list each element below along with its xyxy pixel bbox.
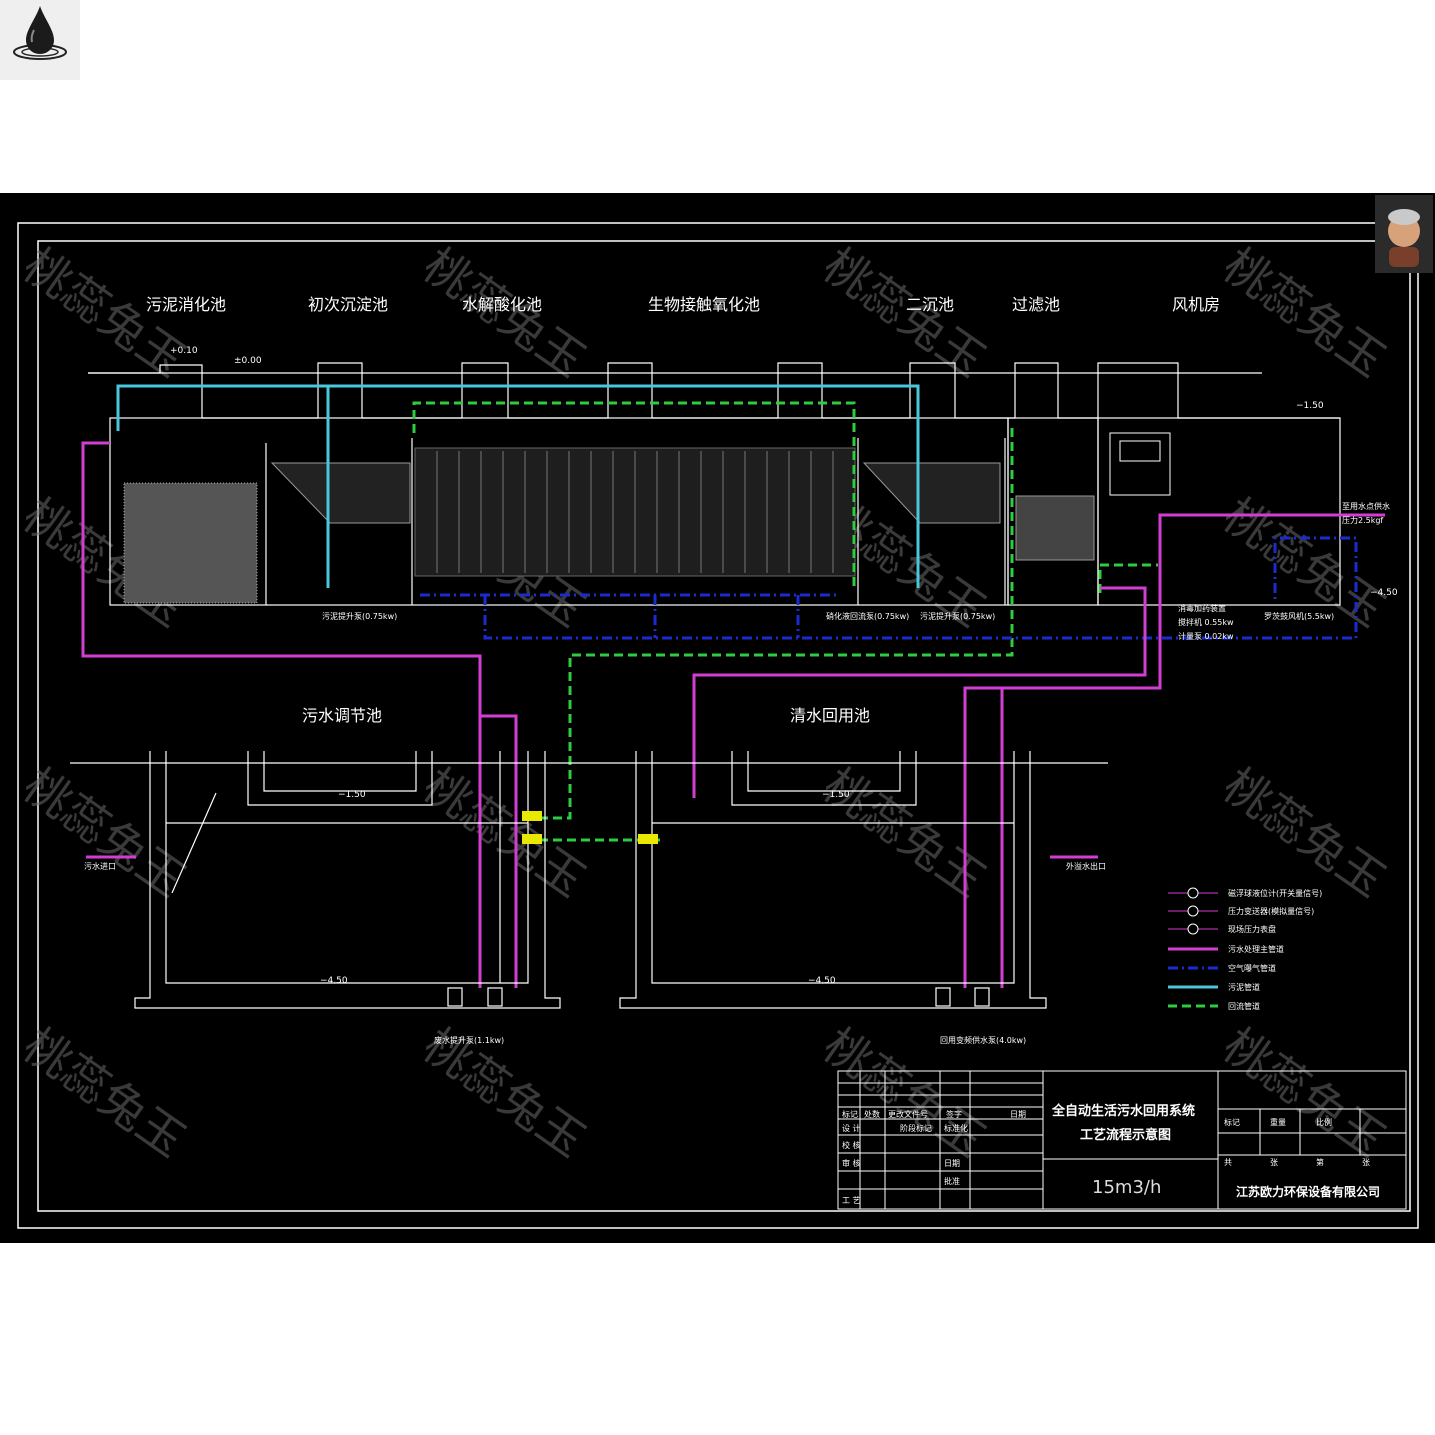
oil-drop-icon bbox=[13, 6, 67, 60]
cad-drawing: 桃蕊兔玉 桃蕊兔玉 桃蕊兔玉 桃蕊兔玉 桃蕊兔玉 桃蕊兔玉 桃蕊兔玉 桃蕊兔玉 … bbox=[0, 193, 1435, 1243]
svg-text:校 核: 校 核 bbox=[842, 1140, 861, 1150]
svg-text:桃蕊兔玉: 桃蕊兔玉 bbox=[414, 758, 596, 908]
svg-text:批准: 批准 bbox=[944, 1176, 960, 1186]
svg-text:压力变送器(模拟量信号): 压力变送器(模拟量信号) bbox=[1228, 906, 1314, 916]
label-waste-lift-pump: 废水提升泵(1.1kw) bbox=[434, 1035, 504, 1045]
sludge-fill bbox=[124, 483, 257, 603]
label-reuse-pump: 回用变频供水泵(4.0kw) bbox=[940, 1035, 1026, 1045]
level-blower-450: −4.50 bbox=[1370, 588, 1398, 598]
level-eq-450: −4.50 bbox=[320, 976, 348, 986]
label-sludge-pump-1: 污泥提升泵(0.75kw) bbox=[322, 611, 397, 621]
level-blower-150: −1.50 bbox=[1296, 401, 1324, 411]
reuse-tank bbox=[608, 751, 1108, 1009]
bottom-pumps bbox=[447, 987, 990, 1007]
label-supply-note: 至用水点供水 bbox=[1342, 501, 1390, 511]
label-secondary-settling: 二沉池 bbox=[906, 295, 954, 314]
svg-text:桃蕊兔玉: 桃蕊兔玉 bbox=[1214, 1018, 1396, 1168]
equalization-tank bbox=[70, 751, 608, 1009]
level-reuse-150: −1.50 bbox=[822, 790, 850, 800]
svg-text:设 计: 设 计 bbox=[842, 1123, 861, 1133]
label-sewage-inlet: 污水进口 bbox=[84, 861, 116, 871]
svg-text:桃蕊兔玉: 桃蕊兔玉 bbox=[14, 1018, 196, 1168]
label-overflow-outlet: 外溢水出口 bbox=[1066, 861, 1106, 871]
svg-text:重量: 重量 bbox=[1270, 1117, 1286, 1127]
svg-text:更改文件号: 更改文件号 bbox=[888, 1109, 928, 1119]
svg-text:污水处理主管道: 污水处理主管道 bbox=[1228, 944, 1284, 954]
svg-text:签字: 签字 bbox=[946, 1109, 962, 1119]
user-avatar bbox=[1375, 195, 1433, 273]
level-plus-010: +0.10 bbox=[170, 346, 198, 356]
title-block bbox=[837, 1070, 1407, 1210]
level-zero: ±0.00 bbox=[234, 356, 262, 366]
label-contact-oxidation: 生物接触氧化池 bbox=[648, 295, 760, 314]
label-hydrolysis: 水解酸化池 bbox=[462, 295, 542, 314]
svg-text:标记: 标记 bbox=[842, 1109, 858, 1119]
svg-text:桃蕊兔玉: 桃蕊兔玉 bbox=[1214, 238, 1396, 388]
label-equalization: 污水调节池 bbox=[302, 706, 382, 725]
capacity-text: 15m3/h bbox=[1092, 1177, 1161, 1198]
control-panel bbox=[1109, 432, 1171, 496]
watermarks: 桃蕊兔玉 桃蕊兔玉 桃蕊兔玉 桃蕊兔玉 桃蕊兔玉 桃蕊兔玉 桃蕊兔玉 桃蕊兔玉 … bbox=[14, 238, 1396, 1168]
media-columns bbox=[436, 451, 834, 573]
settler-hatching bbox=[270, 462, 1001, 524]
svg-text:空气曝气管道: 空气曝气管道 bbox=[1228, 963, 1276, 973]
svg-text:张: 张 bbox=[1270, 1158, 1278, 1167]
svg-text:标准化: 标准化 bbox=[944, 1123, 968, 1133]
pipe-connector bbox=[638, 834, 658, 844]
legend: 磁浮球液位计(开关量信号) 压力变送器(模拟量信号) 现场压力表盘 污水处理主管… bbox=[1168, 887, 1322, 1011]
label-nitrification-pump: 硝化液回流泵(0.75kw) bbox=[826, 611, 909, 621]
svg-text:工 艺: 工 艺 bbox=[842, 1196, 861, 1205]
level-eq-150: −1.50 bbox=[338, 790, 366, 800]
svg-text:桃蕊兔玉: 桃蕊兔玉 bbox=[1214, 758, 1396, 908]
filter-media bbox=[1015, 495, 1095, 561]
label-sludge-pump-2: 污泥提升泵(0.75kw) bbox=[920, 611, 995, 621]
inner-frame bbox=[37, 240, 1411, 1212]
svg-text:现场压力表盘: 现场压力表盘 bbox=[1228, 924, 1276, 934]
ground-structures bbox=[88, 362, 1341, 606]
avatar-icon bbox=[1388, 209, 1420, 267]
pipe-connector bbox=[522, 811, 542, 821]
svg-text:处数: 处数 bbox=[864, 1109, 880, 1119]
label-primary-settling: 初次沉淀池 bbox=[308, 295, 388, 314]
svg-text:桃蕊兔玉: 桃蕊兔玉 bbox=[814, 758, 996, 908]
project-title-line2: 工艺流程示意图 bbox=[1080, 1127, 1171, 1143]
svg-text:回流管道: 回流管道 bbox=[1228, 1001, 1260, 1011]
svg-text:日期: 日期 bbox=[1010, 1110, 1026, 1119]
svg-text:污泥管道: 污泥管道 bbox=[1228, 982, 1260, 992]
label-pressure-note: 压力2.5kgf bbox=[1342, 515, 1383, 525]
svg-text:比例: 比例 bbox=[1316, 1117, 1332, 1127]
svg-text:阶段标记: 阶段标记 bbox=[900, 1123, 932, 1133]
svg-text:日期: 日期 bbox=[944, 1159, 960, 1168]
label-dosing-device: 消毒加药装置 bbox=[1178, 603, 1226, 613]
svg-text:桃蕊兔玉: 桃蕊兔玉 bbox=[14, 758, 196, 908]
sewage-main-pipe bbox=[81, 441, 1385, 988]
process-flow-diagram: 桃蕊兔玉 桃蕊兔玉 桃蕊兔玉 桃蕊兔玉 桃蕊兔玉 桃蕊兔玉 桃蕊兔玉 桃蕊兔玉 … bbox=[14, 222, 1419, 1229]
outer-frame bbox=[17, 222, 1419, 1229]
svg-text:共: 共 bbox=[1224, 1158, 1232, 1167]
sludge-pipe bbox=[116, 384, 920, 588]
svg-text:桃蕊兔玉: 桃蕊兔玉 bbox=[814, 238, 996, 388]
label-filter: 过滤池 bbox=[1012, 295, 1060, 314]
company-name: 江苏欧力环保设备有限公司 bbox=[1236, 1184, 1380, 1199]
level-reuse-450: −4.50 bbox=[808, 976, 836, 986]
project-title-line1: 全自动生活污水回用系统 bbox=[1051, 1103, 1195, 1119]
label-dosing-mixer: 搅拌机 0.55kw bbox=[1178, 617, 1234, 627]
svg-text:张: 张 bbox=[1362, 1158, 1370, 1167]
return-pipe bbox=[412, 401, 1158, 842]
label-dosing-pump: 计量泵 0.02kw bbox=[1178, 631, 1234, 641]
svg-text:审 核: 审 核 bbox=[842, 1158, 861, 1168]
label-sludge-digestion: 污泥消化池 bbox=[146, 295, 226, 314]
svg-text:第: 第 bbox=[1316, 1157, 1324, 1167]
label-roots-blower: 罗茨鼓风机(5.5kw) bbox=[1264, 611, 1334, 621]
svg-text:标记: 标记 bbox=[1224, 1117, 1240, 1127]
app-logo bbox=[0, 0, 80, 80]
svg-text:磁浮球液位计(开关量信号): 磁浮球液位计(开关量信号) bbox=[1228, 888, 1322, 898]
aeration-pipe bbox=[420, 536, 1358, 640]
label-blower-room: 风机房 bbox=[1172, 295, 1220, 314]
label-reuse: 清水回用池 bbox=[790, 706, 870, 725]
pipe-connector bbox=[522, 834, 542, 844]
